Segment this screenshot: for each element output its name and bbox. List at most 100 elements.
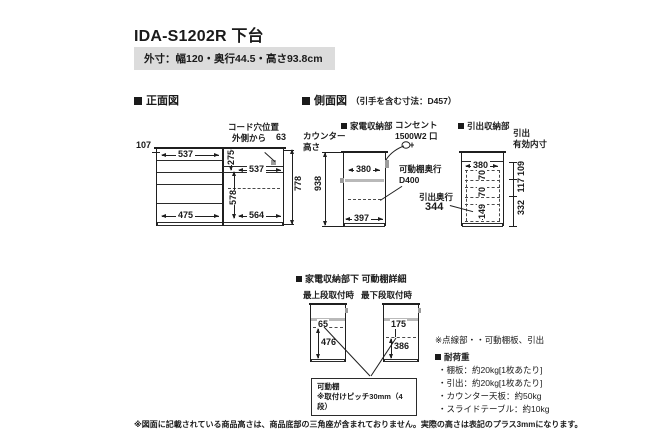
dim-938-ext-bottom xyxy=(322,226,344,227)
load-item-drawer: ・引出：約20kg[1枚あたり] xyxy=(438,378,543,388)
drawer-box-left-edge xyxy=(466,170,467,221)
dim-275: 275 xyxy=(226,150,236,166)
dim-149: 149 xyxy=(477,204,487,220)
dim-537-left-arrow-start xyxy=(161,152,166,157)
dim-476-arrow-top xyxy=(315,328,320,333)
bullet-square-icon xyxy=(134,97,142,105)
shelf-detail-right-outline xyxy=(383,304,419,362)
drawer-effective-dim-line xyxy=(513,162,514,226)
drawer-counter-top xyxy=(459,151,506,153)
dim-578-arrow-bottom xyxy=(231,214,236,219)
appliance-adjustable-shelf-dashed xyxy=(348,199,381,200)
bullet-square-icon-5 xyxy=(296,276,302,282)
dim-476-line xyxy=(318,329,319,358)
front-left-drawer-line-2 xyxy=(157,172,222,173)
front-left-drawer-line-1 xyxy=(157,160,222,161)
dim-537-right-arrow-end xyxy=(276,167,281,172)
drawer-effective-label-line2: 有効内寸 xyxy=(513,139,548,149)
dim-380-appliance-arrow-end xyxy=(375,167,380,172)
front-view-heading: 正面図 xyxy=(134,92,179,108)
load-capacity-heading-label: 耐荷重 xyxy=(444,352,470,362)
shelf-detail-right-handle xyxy=(418,308,421,313)
shelf-detail-right-base xyxy=(384,359,418,362)
bullet-square-icon-4 xyxy=(458,123,464,129)
shelf-depth-label-line1: 可動棚奥行 xyxy=(399,164,442,174)
shelf-detail-heading-label: 家電収納部下 可動棚詳細 xyxy=(305,274,407,284)
dim-380-drawer: 380 xyxy=(471,160,491,170)
bullet-square-icon-3 xyxy=(341,123,347,129)
load-capacity-heading: 耐荷重 xyxy=(435,351,470,363)
slide-table-handle xyxy=(340,178,344,183)
front-adjustable-shelf-dashed xyxy=(228,188,280,189)
drawer-box-1-bottom xyxy=(465,180,500,181)
dim-275-arrow-bottom xyxy=(228,166,233,171)
cord-hole-label-line2: 外側から xyxy=(232,133,267,143)
dim-107-line xyxy=(152,152,160,153)
shelf-depth-label-line2: D400 xyxy=(399,175,420,185)
dim-938: 938 xyxy=(313,176,323,192)
shelf-detail-left-handle xyxy=(345,308,348,313)
cord-hole-marker xyxy=(271,160,276,165)
dim-564: 564 xyxy=(247,210,267,220)
dim-938-arrow-top xyxy=(322,152,327,157)
appliance-section-label: 家電収納部 xyxy=(341,120,393,132)
dim-564-arrow-start xyxy=(238,213,243,218)
front-left-drawer-line-4 xyxy=(157,203,222,204)
shelf-detail-left-base xyxy=(311,359,345,362)
outlet-block xyxy=(385,160,389,168)
drawer-depth-value: 344 xyxy=(425,201,444,213)
shelf-detail-right-shelf-dashed xyxy=(386,337,416,338)
drawer-depth-label: 引出奥行 xyxy=(419,192,454,202)
load-item-counter: ・カウンター天板：約50kg xyxy=(438,391,542,401)
dim-70-b: 70 xyxy=(477,187,487,198)
dim-578-arrow-top xyxy=(231,171,236,176)
dim-70-a: 70 xyxy=(477,170,487,181)
front-counter-top xyxy=(154,147,286,149)
dim-778-ext-bottom xyxy=(284,224,294,225)
dim-386-arrow-top xyxy=(388,338,393,343)
dashed-parts-note: ※点線部・・可動棚板、引出 xyxy=(435,335,545,345)
dim-578: 578 xyxy=(228,190,238,206)
dim-475-arrow-start xyxy=(161,213,166,218)
front-center-divider xyxy=(222,148,224,226)
dim-537-right-arrow-start xyxy=(238,167,243,172)
dim-109: 109 xyxy=(516,161,526,177)
dim-107: 107 xyxy=(136,140,152,150)
footnote: ※図面に記載されている商品高さは、商品底部の三角座が含まれておりません。実際の高… xyxy=(134,420,583,429)
dim-938-ext-top xyxy=(322,152,342,153)
load-item-shelf: ・棚板：約20kg[1枚あたり] xyxy=(438,365,543,375)
dim-380-appliance: 380 xyxy=(354,164,374,174)
drawer-box-2-bottom xyxy=(465,197,500,198)
bullet-square-icon-2 xyxy=(302,97,310,105)
dim-564-arrow-end xyxy=(276,213,281,218)
dim-380-appliance-arrow-start xyxy=(348,167,353,172)
dim-537-left-arrow-end xyxy=(214,152,219,157)
dim-380-drawer-arrow-end xyxy=(493,163,498,168)
side-view-heading-label: 側面図 xyxy=(314,95,347,107)
drawer-section-label-text: 引出収納部 xyxy=(467,121,510,131)
drawer-effective-label-line1: 引出 xyxy=(513,128,531,138)
side-view-heading: 側面図 （引手を含む寸法：D457） xyxy=(302,92,456,108)
dim-386-arrow-bottom xyxy=(388,354,393,359)
shelf-callout-leader-lines xyxy=(323,326,397,377)
outlet-label-line1: コンセント xyxy=(395,120,438,130)
dim-778: 778 xyxy=(293,176,303,192)
dim-386: 386 xyxy=(393,341,411,351)
dim-778-arrow-bottom xyxy=(289,220,294,225)
dim-475: 475 xyxy=(176,210,196,220)
counter-height-label-line2: 高さ xyxy=(303,142,321,152)
drawer-eff-ext-4 xyxy=(509,226,517,227)
dim-386-line xyxy=(391,339,392,358)
drawer-eff-ext-2 xyxy=(509,179,517,180)
cord-hole-label-line1: コード穴位置 xyxy=(228,122,280,132)
dim-397: 397 xyxy=(352,213,372,223)
dim-175: 175 xyxy=(390,319,408,329)
side-view-heading-note: （引手を含む寸法：D457） xyxy=(351,96,457,106)
dim-476: 476 xyxy=(320,337,338,347)
front-view-heading-label: 正面図 xyxy=(146,95,179,107)
page-title: IDA-S1202R 下台 xyxy=(134,28,264,45)
load-item-slide-table: ・スライドテーブル：約10kg xyxy=(438,404,550,414)
shelf-detail-heading: 家電収納部下 可動棚詳細 xyxy=(296,272,407,285)
shelf-detail-right-top xyxy=(382,303,420,305)
